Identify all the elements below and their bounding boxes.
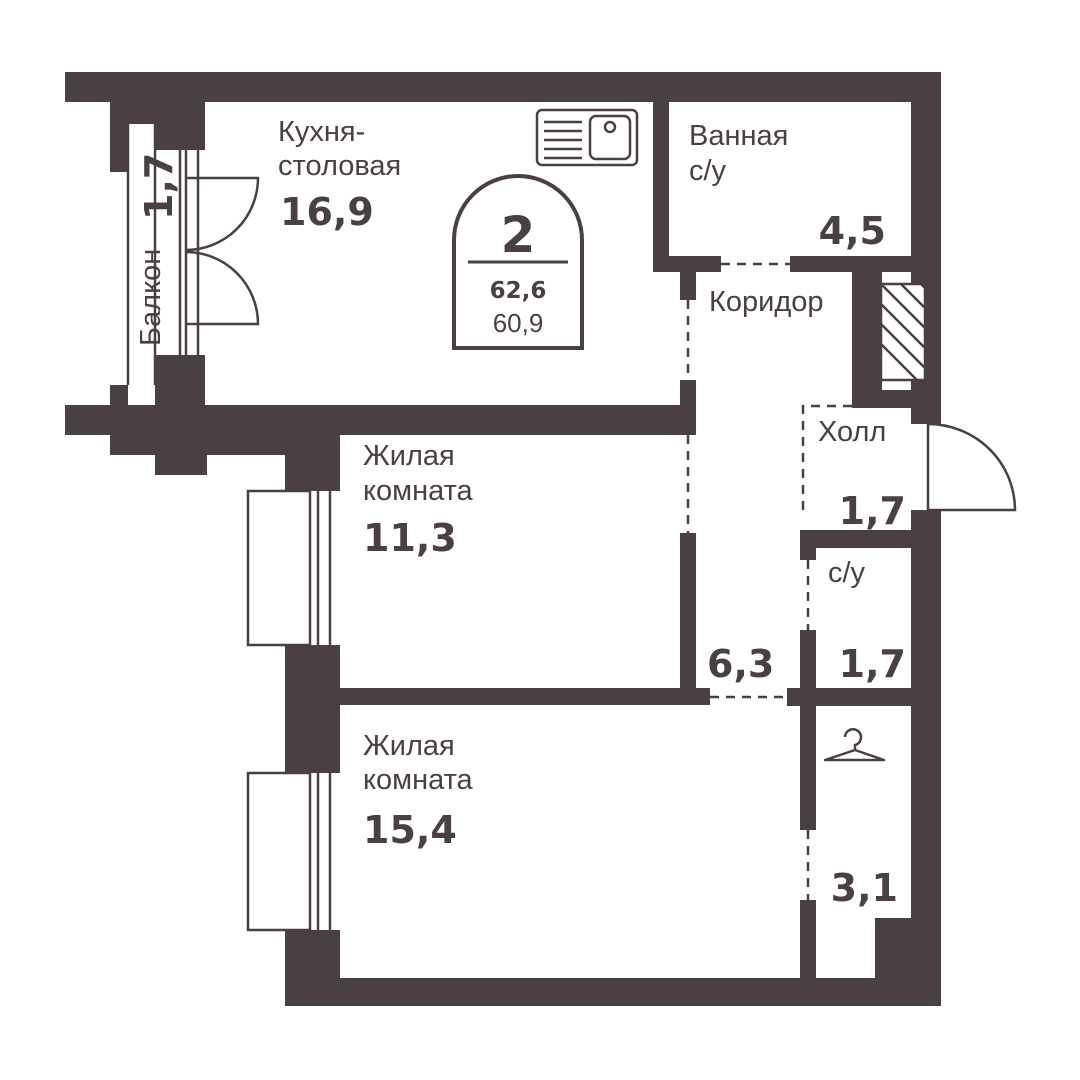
kitchen-area: 16,9 [280, 190, 374, 234]
wc-area: 1,7 [839, 642, 906, 686]
kitchen-label-line2: столовая [278, 150, 401, 182]
kitchen-bottom-wall-thick [110, 435, 340, 455]
left-wall-bottom [285, 930, 340, 1006]
window-living1 [246, 489, 332, 647]
balcony-left-bottom [110, 385, 128, 435]
hall-label: Холл [818, 416, 886, 448]
room-corridor: Коридор 6,3 [707, 286, 824, 686]
room-bathroom: Ванная с/у 4,5 [689, 120, 886, 253]
corridor-area: 6,3 [707, 642, 774, 686]
hanger-icon [823, 728, 886, 762]
corridor-wall-jog [634, 418, 696, 435]
shaft-left-wall [852, 256, 882, 408]
bath-left-wall [653, 102, 669, 272]
corridor-wall-top [680, 256, 696, 300]
dashed-openings [686, 262, 911, 900]
wall-stub [155, 455, 207, 475]
room-hall: Холл 1,7 [818, 416, 906, 533]
room-wc: с/у 1,7 [828, 557, 906, 686]
ventilation-shaft [879, 282, 927, 382]
room-kitchen: Кухня- столовая 16,9 [278, 116, 401, 234]
room-wardrobe: 3,1 [831, 866, 898, 910]
bottom-wall [285, 978, 941, 1006]
total-area: 62,6 [490, 278, 547, 304]
hall-bottom-wall [800, 530, 941, 548]
window-living2 [246, 771, 332, 932]
wc-wall-top [800, 530, 816, 560]
top-wall [65, 72, 941, 102]
sink-icon [535, 108, 639, 167]
balcony-cap-top [110, 100, 205, 124]
left-wall-mid [285, 645, 340, 773]
shaft-bottom-wall [852, 390, 941, 408]
living-divider-wall [340, 688, 710, 705]
balcony-label: Балкон [135, 249, 167, 346]
bathroom-label-line2: с/у [689, 155, 727, 187]
entrance-door [911, 422, 1017, 512]
room-balcony: Балкон 1,7 [135, 153, 181, 346]
kitchen-label-line1: Кухня- [278, 116, 365, 148]
corridor-label: Коридор [709, 286, 824, 318]
wardrobe-wall-bottom [800, 900, 816, 980]
left-wall-top [285, 455, 340, 491]
wardrobe-area: 3,1 [831, 866, 898, 910]
living-area: 60,9 [493, 308, 544, 338]
living2-label-line2: комната [363, 764, 474, 796]
living2-label-line1: Жилая [363, 730, 455, 762]
room-living1: Жилая комната 11,3 [363, 440, 474, 560]
wardrobe-wall-top [800, 706, 816, 830]
apartment-badge: 2 62,6 60,9 [452, 174, 584, 350]
wc-bottom-wall [787, 688, 941, 706]
bathroom-label-line1: Ванная [689, 120, 788, 152]
living1-label-line2: комната [363, 475, 474, 507]
living2-area: 15,4 [363, 808, 457, 852]
balcony-area: 1,7 [137, 153, 181, 220]
room-living2: Жилая комната 15,4 [363, 730, 474, 852]
living1-label-line1: Жилая [363, 440, 455, 472]
balcony [126, 124, 260, 385]
corridor-wall-lower [680, 533, 696, 705]
wc-label: с/у [828, 557, 866, 589]
corner-block [875, 918, 941, 1006]
hall-area: 1,7 [839, 489, 906, 533]
living1-area: 11,3 [363, 516, 457, 560]
walls [65, 72, 941, 1006]
rooms-count: 2 [501, 206, 536, 264]
bathroom-area: 4,5 [819, 209, 886, 253]
balcony-right-bottom [155, 355, 205, 435]
